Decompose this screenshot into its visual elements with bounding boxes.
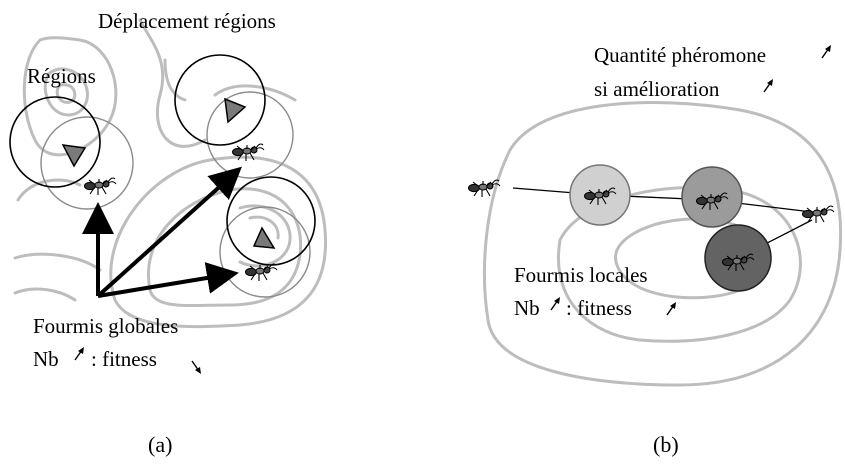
panel-a: Déplacement régions Régions Fourmis glob… <box>9 9 328 457</box>
caption-a: (a) <box>148 432 172 457</box>
region-grey-1 <box>40 116 134 210</box>
region-triangle-icon <box>224 97 247 124</box>
caption-b: (b) <box>653 432 679 457</box>
ant-icon <box>801 205 835 224</box>
title-region-move: Déplacement régions <box>98 9 276 33</box>
global-ant-arrows <box>82 166 242 298</box>
label-local-ants: Fourmis locales <box>514 263 648 287</box>
ant-path-line <box>512 187 813 213</box>
title-improvement: si amélioration <box>594 77 720 101</box>
region-dark-2 <box>174 54 266 146</box>
label-fitness-local: : fitness <box>566 296 632 320</box>
title-pheromone: Quantité phéromone <box>594 43 766 67</box>
region-triangle-icon <box>61 144 87 168</box>
label-fitness: : fitness <box>91 347 157 371</box>
increase-arrow-icon <box>550 296 561 311</box>
increase-arrow-icon <box>74 346 85 361</box>
region-grey-2 <box>206 91 294 179</box>
label-nb-local: Nb <box>514 296 540 320</box>
decrease-arrow-icon <box>191 360 202 375</box>
increase-arrow-icon <box>821 44 832 59</box>
region-grey-3 <box>219 206 311 298</box>
label-nb: Nb <box>33 347 59 371</box>
region-triangle-icon <box>252 226 276 249</box>
region-dark-1 <box>9 96 101 188</box>
label-global-ants: Fourmis globales <box>33 314 178 338</box>
ant-icon <box>83 177 117 196</box>
title-regions: Régions <box>27 64 96 88</box>
panel-b-contours <box>482 101 843 387</box>
increase-arrow-icon <box>763 78 774 93</box>
panel-b: Quantité phéromone si amélioration Fourm… <box>467 43 843 457</box>
increase-arrow-icon <box>666 301 677 316</box>
